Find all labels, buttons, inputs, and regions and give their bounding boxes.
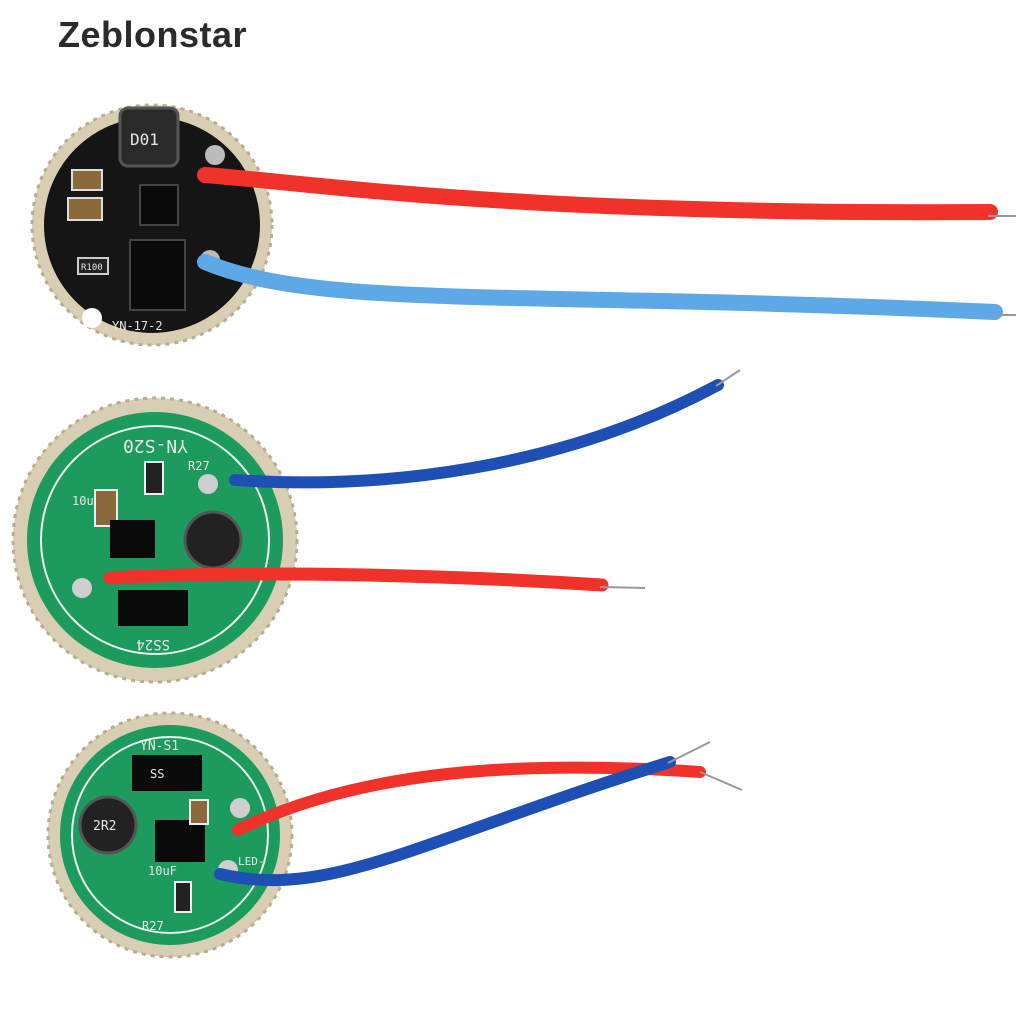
wire-tip xyxy=(667,741,711,764)
inductor xyxy=(118,106,180,168)
capacitor xyxy=(71,169,103,191)
capacitor xyxy=(67,197,103,221)
board-1: D01 R100 YN-17-2 xyxy=(30,103,1016,347)
brand-watermark: Zeblonstar xyxy=(58,14,248,55)
board-2-label-r27: R27 xyxy=(188,459,210,473)
wire-tip xyxy=(599,586,646,589)
board-3-label-ss: SS xyxy=(150,767,164,781)
blue-wire xyxy=(197,254,1003,320)
blue-wire xyxy=(214,756,676,887)
board-3-label-model: YN-S1 xyxy=(140,739,179,754)
solder-pad xyxy=(230,798,250,818)
board-2-label-ss24: SS24 xyxy=(136,636,170,652)
wire-tip xyxy=(715,369,741,387)
board-2-label-10uf: 10uF xyxy=(72,494,101,508)
board-1-label-r100: R100 xyxy=(81,263,103,273)
board-3-label-10uf: 10uF xyxy=(148,864,177,878)
board-1-label-d01: D01 xyxy=(130,130,159,149)
capacitor xyxy=(94,489,118,527)
ic-chip xyxy=(129,239,186,311)
board-1-notch xyxy=(82,308,102,328)
board-3-label-2r2: 2R2 xyxy=(93,819,116,834)
inductor xyxy=(78,795,138,855)
resistor xyxy=(174,881,192,913)
board-3-outline xyxy=(71,736,269,934)
ic-chip xyxy=(110,520,155,558)
board-2: YN-S20 10uF R27 SS24 xyxy=(11,369,741,684)
solder-pad xyxy=(72,578,92,598)
diode xyxy=(118,590,188,626)
board-3-label-led: LED- xyxy=(238,855,265,868)
board-1-label-model: YN-17-2 xyxy=(112,319,163,333)
resistor xyxy=(77,257,109,275)
red-wire xyxy=(103,567,609,592)
blue-wire xyxy=(229,379,724,489)
red-wire xyxy=(232,761,706,836)
board-3: YN-S1 SS 2R2 10uF R27 LED- xyxy=(46,711,743,959)
ic-chip xyxy=(139,184,179,226)
red-wire xyxy=(197,167,998,221)
diode xyxy=(132,755,202,791)
inductor xyxy=(183,510,243,570)
capacitor xyxy=(189,799,209,825)
wire-tip xyxy=(699,771,743,791)
solder-pad xyxy=(205,145,225,165)
resistor xyxy=(144,461,164,495)
board-2-outline xyxy=(40,425,270,655)
board-2-label-model: YN-S20 xyxy=(123,435,188,456)
solder-pad xyxy=(198,474,218,494)
board-3-label-r27: R27 xyxy=(142,919,164,933)
ic-chip xyxy=(155,820,205,862)
